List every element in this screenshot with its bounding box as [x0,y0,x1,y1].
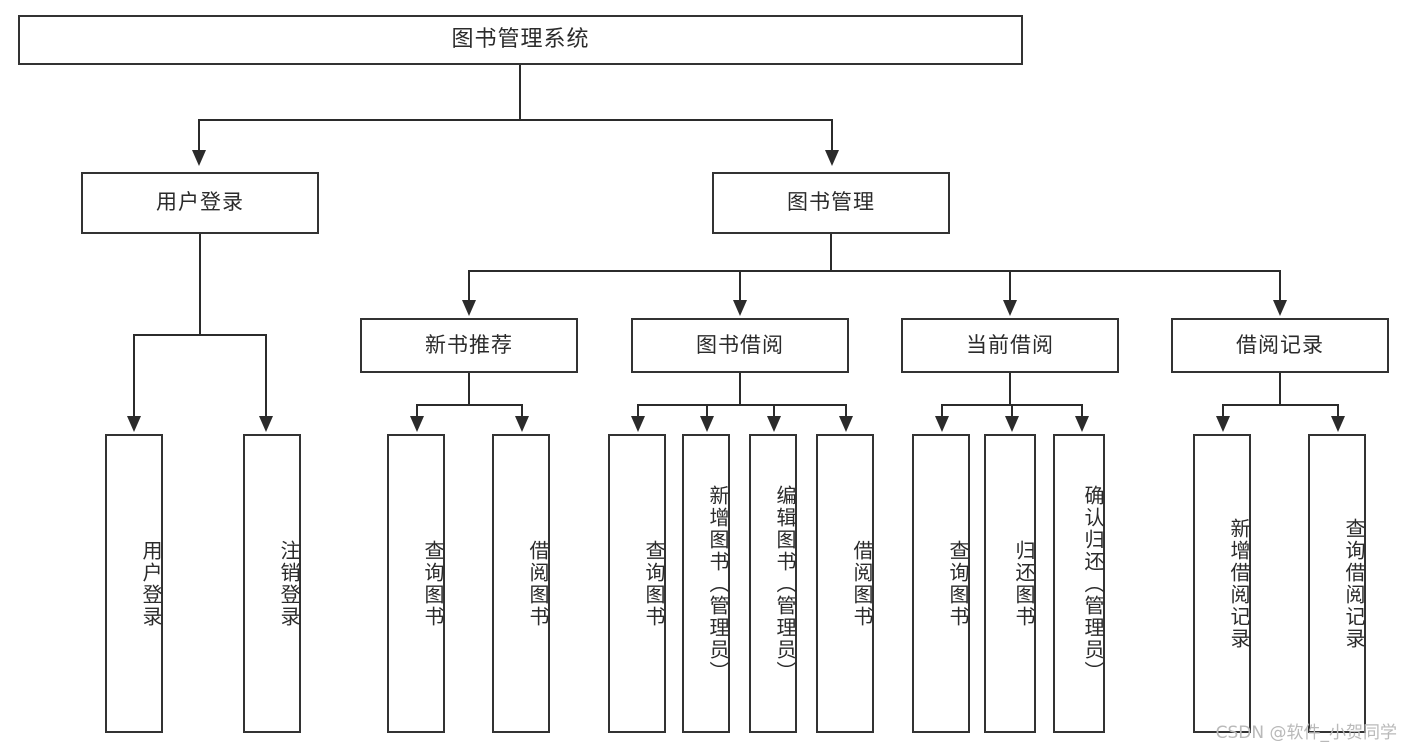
node-book-borrow[interactable]: 图书借阅 [631,318,849,373]
arrowhead-borrow-lend [839,416,853,432]
arrowhead-borrow-add [700,416,714,432]
node-current-borrow[interactable]: 当前借阅 [901,318,1119,373]
leaf-current-return-book[interactable]: 归还图书 [984,434,1036,733]
connector-drop-book-mgmt [831,119,833,153]
node-label: 图书管理系统 [451,26,590,52]
connector-book-mgmt-stem [830,234,832,272]
arrowhead-current-query [935,416,949,432]
arrowhead-current-confirm [1075,416,1089,432]
connector-user-login-bus [133,334,266,336]
node-label: 当前借阅 [966,332,1054,357]
connector-recommend-stem [468,373,470,405]
connector-borrow-stem [739,373,741,405]
node-label: 查询借阅记录 [1342,517,1366,650]
connector-drop-leaf-user-login [133,334,135,418]
node-label: 用户登录 [139,539,163,628]
arrowhead-book-mgmt [825,150,839,166]
node-label: 编辑图书（管理员） [773,484,797,683]
connector-drop-borrow-lend [845,404,847,418]
node-label: 归还图书 [1012,539,1036,628]
leaf-current-query-book[interactable]: 查询图书 [912,434,970,733]
connector-drop-new-book [468,270,470,302]
node-label: 新增图书（管理员） [706,484,730,683]
leaf-borrow-add-book[interactable]: 新增图书（管理员） [682,434,730,733]
node-label: 借阅记录 [1236,332,1324,357]
connector-drop-current-query [941,404,943,418]
connector-root-stem [519,65,521,120]
connector-current-stem [1009,373,1011,405]
node-user-login[interactable]: 用户登录 [81,172,319,234]
connector-root-bus [198,119,832,121]
arrowhead-book-borrow [733,300,747,316]
node-label: 注销登录 [277,539,301,628]
arrowhead-record-add [1216,416,1230,432]
connector-drop-borrow-query [637,404,639,418]
arrowhead-record-query [1331,416,1345,432]
node-label: 确认归还（管理员） [1081,484,1105,683]
leaf-logout[interactable]: 注销登录 [243,434,301,733]
arrowhead-leaf-logout [259,416,273,432]
node-label: 图书借阅 [696,332,784,357]
connector-drop-current-borrow [1009,270,1011,302]
connector-user-login-stem [199,234,201,335]
connector-drop-current-confirm [1081,404,1083,418]
node-label: 查询图书 [421,539,445,628]
arrowhead-borrow-edit [767,416,781,432]
connector-drop-leaf-logout [265,334,267,418]
node-new-book-recommend[interactable]: 新书推荐 [360,318,578,373]
connector-drop-current-return [1011,404,1013,418]
connector-borrow-bus [637,404,846,406]
node-label: 借阅图书 [850,539,874,628]
connector-drop-recommend-borrow [521,404,523,418]
arrowhead-new-book [462,300,476,316]
leaf-record-add[interactable]: 新增借阅记录 [1193,434,1251,733]
arrowhead-user-login [192,150,206,166]
arrowhead-borrow-record [1273,300,1287,316]
connector-drop-record-add [1222,404,1224,418]
connector-drop-book-borrow [739,270,741,302]
leaf-record-query[interactable]: 查询借阅记录 [1308,434,1366,733]
leaf-recommend-query-book[interactable]: 查询图书 [387,434,445,733]
arrowhead-current-borrow [1003,300,1017,316]
connector-drop-record-query [1337,404,1339,418]
node-label: 图书管理 [787,190,875,215]
arrowhead-recommend-query [410,416,424,432]
node-label: 查询图书 [946,539,970,628]
connector-record-bus [1222,404,1338,406]
arrowhead-current-return [1005,416,1019,432]
connector-book-mgmt-bus [468,270,1280,272]
node-label: 用户登录 [156,190,244,215]
connector-drop-user-login [198,119,200,153]
arrowhead-borrow-query [631,416,645,432]
leaf-borrow-lend-book[interactable]: 借阅图书 [816,434,874,733]
node-borrow-record[interactable]: 借阅记录 [1171,318,1389,373]
arrowhead-leaf-user-login [127,416,141,432]
node-label: 新书推荐 [425,332,513,357]
connector-drop-borrow-record [1279,270,1281,302]
arrowhead-recommend-borrow [515,416,529,432]
node-label: 借阅图书 [526,539,550,628]
connector-drop-borrow-add [706,404,708,418]
leaf-borrow-query-book[interactable]: 查询图书 [608,434,666,733]
node-book-management[interactable]: 图书管理 [712,172,950,234]
node-label: 新增借阅记录 [1227,517,1251,650]
leaf-borrow-edit-book[interactable]: 编辑图书（管理员） [749,434,797,733]
leaf-user-login[interactable]: 用户登录 [105,434,163,733]
node-label: 查询图书 [642,539,666,628]
connector-drop-recommend-query [416,404,418,418]
leaf-current-confirm-return[interactable]: 确认归还（管理员） [1053,434,1105,733]
connector-drop-borrow-edit [773,404,775,418]
leaf-recommend-borrow-book[interactable]: 借阅图书 [492,434,550,733]
connector-record-stem [1279,373,1281,405]
node-root-system[interactable]: 图书管理系统 [18,15,1023,65]
connector-recommend-bus [416,404,522,406]
